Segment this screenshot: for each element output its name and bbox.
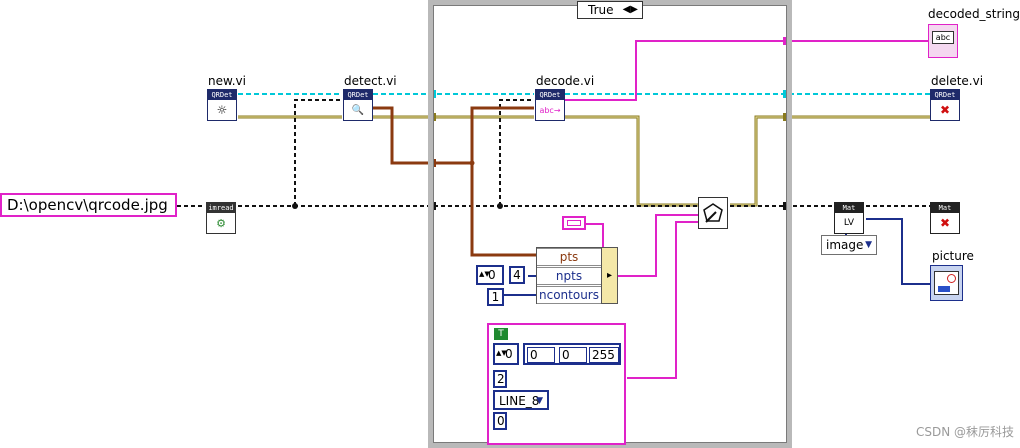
imread-vi[interactable]: imread ⚙ bbox=[206, 202, 236, 234]
close-icon: ✖ bbox=[939, 103, 951, 117]
bundle-output-terminal: ▸ bbox=[601, 247, 618, 304]
string-constant[interactable] bbox=[562, 216, 586, 230]
color-r[interactable]: 255 bbox=[589, 347, 619, 363]
npts-value[interactable]: 4 bbox=[509, 266, 525, 284]
wire-junctions bbox=[292, 160, 503, 209]
array-constant-npts[interactable]: ▲▼ 0 bbox=[476, 265, 504, 285]
magnifier-icon: 🔍 bbox=[351, 104, 365, 116]
color-scalar-array[interactable]: 0 0 255 bbox=[523, 343, 621, 365]
decode-vi[interactable]: QRDet abc→ bbox=[535, 89, 565, 121]
new-vi-label: new.vi bbox=[208, 74, 246, 88]
delete-vi[interactable]: QRDet ✖ bbox=[930, 89, 960, 121]
decode-arrow-icon: abc→ bbox=[539, 105, 561, 115]
dropdown-arrow-icon: ▼ bbox=[865, 240, 872, 250]
watermark: CSDN @秣厉科技 bbox=[915, 425, 1014, 439]
draw-params-cluster[interactable]: T ▲▼ 0 0 0 255 2 LINE_8 ▼ 0 bbox=[487, 323, 626, 445]
decoded-string-indicator[interactable]: abc bbox=[928, 24, 958, 58]
bool-constant[interactable]: T bbox=[494, 328, 508, 340]
decoded-string-label: decoded_string bbox=[928, 7, 1020, 21]
field-ncontours[interactable]: ncontours bbox=[537, 286, 601, 304]
bundle-arrow-icon: ▸ bbox=[606, 270, 613, 281]
thickness-constant[interactable]: 2 bbox=[493, 370, 507, 388]
index-stepper-icon: ▲▼ bbox=[496, 349, 507, 357]
picture-icon bbox=[934, 271, 959, 295]
shift-constant[interactable]: 0 bbox=[493, 412, 507, 430]
sun-icon: ☼ bbox=[216, 103, 228, 117]
color-b[interactable]: 0 bbox=[527, 347, 555, 363]
delete-vi-label: delete.vi bbox=[931, 74, 984, 88]
color-g[interactable]: 0 bbox=[559, 347, 587, 363]
delete-vi-header: QRDet bbox=[931, 90, 959, 100]
detect-vi[interactable]: QRDet 🔍 bbox=[343, 89, 373, 121]
string-constant-icon bbox=[567, 220, 581, 226]
file-path-constant[interactable]: D:\opencv\qrcode.jpg bbox=[0, 193, 177, 217]
array-index[interactable]: 0 bbox=[488, 268, 496, 282]
new-vi-header: QRDet bbox=[208, 90, 236, 100]
new-vi[interactable]: QRDet ☼ bbox=[207, 89, 237, 121]
draw-polygon-icon bbox=[699, 198, 727, 228]
imread-vi-header: imread bbox=[207, 203, 235, 213]
index-stepper-icon: ▲▼ bbox=[479, 270, 490, 278]
color-index-value[interactable]: 0 bbox=[505, 347, 513, 361]
decode-vi-header: QRDet bbox=[536, 90, 564, 100]
mat-lv-header: Mat bbox=[835, 203, 863, 213]
image-ring-value: image bbox=[826, 238, 864, 252]
color-array-index[interactable]: ▲▼ 0 bbox=[493, 343, 519, 365]
case-selector[interactable]: True ◀▶ bbox=[577, 1, 643, 19]
draw-contours-vi[interactable] bbox=[698, 197, 728, 229]
case-selector-value: True bbox=[588, 3, 614, 17]
bundle-by-name[interactable]: pts npts ncontours bbox=[536, 247, 602, 304]
ncontours-constant[interactable]: 1 bbox=[487, 288, 504, 306]
line-type-ring[interactable]: LINE_8 ▼ bbox=[493, 390, 549, 410]
field-npts[interactable]: npts bbox=[537, 267, 601, 285]
detect-vi-label: detect.vi bbox=[344, 74, 397, 88]
field-pts[interactable]: pts bbox=[537, 248, 601, 266]
convert-icon: LV bbox=[843, 218, 855, 228]
mat-delete-vi[interactable]: Mat ✖ bbox=[930, 202, 960, 234]
mat-to-lv-vi[interactable]: Mat LV bbox=[834, 202, 864, 234]
close-icon: ✖ bbox=[939, 216, 951, 230]
dropdown-arrow-icon: ▼ bbox=[536, 396, 543, 406]
image-load-icon: ⚙ bbox=[216, 216, 226, 230]
detect-vi-header: QRDet bbox=[344, 90, 372, 100]
decode-vi-label: decode.vi bbox=[536, 74, 595, 88]
picture-indicator[interactable] bbox=[930, 265, 963, 301]
selector-arrows-icon: ◀▶ bbox=[622, 4, 638, 15]
line-type-value: LINE_8 bbox=[499, 394, 540, 408]
picture-label: picture bbox=[932, 249, 974, 263]
string-indicator-icon: abc bbox=[932, 31, 954, 44]
mat-delete-header: Mat bbox=[931, 203, 959, 213]
mat-wire bbox=[177, 99, 930, 207]
image-ring[interactable]: image ▼ bbox=[821, 235, 877, 255]
